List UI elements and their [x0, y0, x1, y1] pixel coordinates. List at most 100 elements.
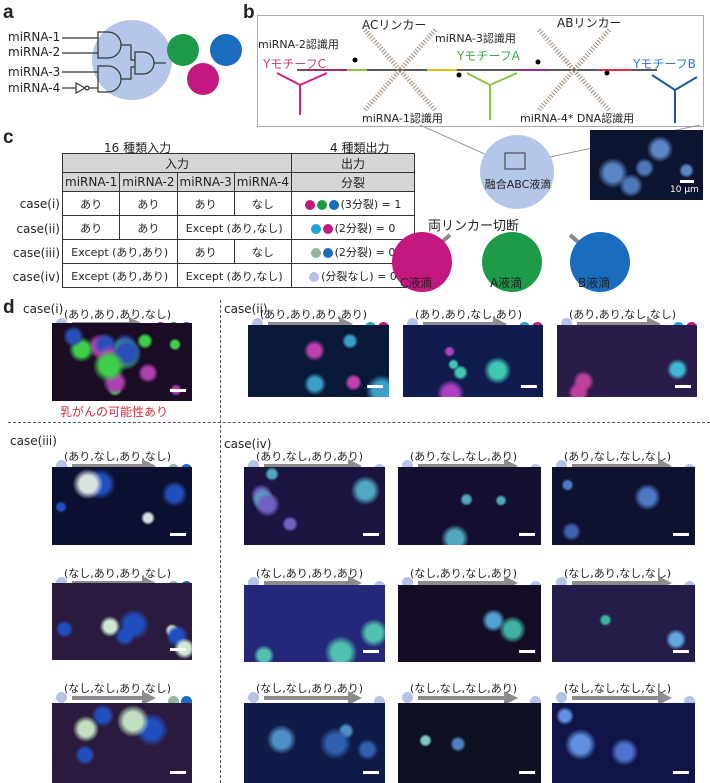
col-mirna3: miRNA-3	[176, 172, 235, 192]
droplet-blob	[597, 157, 628, 188]
droplet-blob	[75, 745, 95, 765]
scale-bar-label: 10 µm	[670, 185, 699, 195]
droplet-blob	[303, 340, 325, 362]
division-arrow-row	[244, 691, 385, 707]
fluorescence-micrograph	[52, 467, 192, 545]
ac-linker-label: ACリンカー	[362, 18, 427, 32]
scale-bar	[673, 533, 689, 536]
case-label: case(iv)	[12, 270, 60, 284]
cell: Except (あり,あり)	[62, 239, 178, 264]
droplet-blob	[561, 521, 581, 541]
breast-cancer-caption: 乳がんの可能性あり	[60, 405, 169, 419]
droplet-blob	[264, 467, 279, 482]
fluorescence-micrograph	[244, 467, 385, 545]
droplet-blob	[137, 363, 158, 384]
mirna4-site-label: miRNA-4* DNA認識用	[520, 112, 635, 125]
input-droplet-icon	[248, 577, 259, 588]
arrow-icon	[72, 696, 142, 700]
header-input: 入力	[62, 153, 292, 173]
input-label-mirna3: miRNA-3	[8, 65, 61, 79]
cell: Except (あり,なし)	[176, 263, 292, 288]
scale-bar	[519, 650, 535, 653]
header-output: 出力	[291, 153, 415, 173]
droplet-blob	[599, 613, 612, 626]
input-droplet-icon	[56, 460, 67, 471]
arrow-icon	[572, 464, 658, 468]
division-arrow-row	[52, 691, 192, 707]
cell: Except (あり,なし)	[176, 215, 292, 240]
product-droplet-label: A液滴	[490, 276, 523, 290]
condition-panel: (なし,あり,あり,あり)	[244, 565, 385, 662]
col-mirna4: miRNA-4	[233, 172, 293, 192]
arrow-icon	[264, 464, 348, 468]
droplet-blob	[647, 136, 673, 163]
scale-bar	[363, 650, 379, 653]
fluorescence-micrograph	[398, 703, 541, 783]
cell: あり	[61, 215, 121, 240]
scale-bar	[170, 648, 186, 651]
arrow-icon	[264, 581, 348, 585]
droplet-blob	[572, 370, 595, 392]
case-iii-label: case(iii)	[10, 434, 57, 448]
condition-panel: (なし,あり,なし,なし)	[552, 565, 695, 662]
panel-label-d: d	[3, 297, 15, 318]
condition-panel: (なし,あり,なし,あり)	[398, 565, 541, 662]
output-text: (2分裂) = 0	[334, 221, 396, 235]
fluorescence-micrograph	[398, 467, 541, 545]
droplet-blob	[441, 525, 469, 545]
droplet-blob	[459, 492, 473, 507]
droplet-blob	[449, 735, 467, 753]
input-droplet-icon	[556, 692, 567, 703]
horizontal-divider	[8, 422, 710, 423]
droplet-blob	[498, 615, 527, 644]
col-mirna1: miRNA-1	[61, 172, 121, 192]
case-iv-label: case(iv)	[224, 437, 272, 451]
product-droplet	[570, 232, 630, 292]
condition-panel: (あり,あり,あり,なし)	[52, 306, 192, 401]
droplet-blob	[443, 345, 456, 358]
output-cell: (3分裂) = 1	[291, 191, 415, 216]
input-condition-label: (なし,なし,なし,あり)	[410, 682, 518, 695]
input-droplet-icon	[56, 577, 67, 588]
scale-bar	[363, 533, 379, 536]
division-arrow-row	[552, 691, 695, 707]
droplet-blob	[345, 374, 363, 392]
col-mirna2: miRNA-2	[119, 172, 178, 192]
input-droplet-icon	[248, 460, 259, 471]
arrow-icon	[268, 322, 339, 326]
input-count-title: 16 種類入力	[104, 141, 172, 155]
ab-linker-label: ABリンカー	[557, 16, 622, 30]
fluorescence-micrograph	[244, 703, 385, 783]
scale-bar	[170, 389, 186, 392]
input-label-mirna1: miRNA-1	[8, 30, 61, 44]
condition-panel: (なし,なし,あり,なし)	[52, 680, 192, 783]
input-condition-label: (なし,あり,あり,あり)	[256, 567, 364, 580]
arrow-icon	[418, 464, 504, 468]
droplet-blob	[357, 739, 378, 760]
input-droplet-icon	[556, 460, 567, 471]
droplet-blob	[253, 644, 275, 662]
droplet-blob	[483, 356, 512, 385]
table-row: Except (あり,あり)ありなし(2分裂) = 0	[62, 239, 415, 264]
input-condition-label: (なし,なし,あり,あり)	[256, 682, 364, 695]
fluorescence-micrograph	[557, 325, 697, 397]
condition-panel: (なし,なし,なし,なし)	[552, 680, 695, 783]
case-label: case(ii)	[16, 222, 60, 236]
droplet-blob	[360, 618, 385, 647]
droplet-blob	[448, 358, 460, 370]
droplet-dot-icon	[322, 223, 333, 234]
input-droplet-icon	[402, 460, 413, 471]
output-droplets	[682, 692, 695, 711]
logic-gate-diagram	[62, 20, 242, 100]
droplet-blob	[116, 705, 149, 738]
input-condition-label: (あり,なし,なし,あり)	[410, 450, 518, 463]
case-ii-label: case(ii)	[224, 302, 268, 316]
scale-bar	[673, 771, 689, 774]
input-droplet-icon	[402, 577, 413, 588]
scale-bar	[673, 650, 689, 653]
input-droplet-icon	[407, 318, 418, 329]
droplet-blob	[73, 469, 103, 499]
dna-structure-box	[257, 15, 704, 127]
